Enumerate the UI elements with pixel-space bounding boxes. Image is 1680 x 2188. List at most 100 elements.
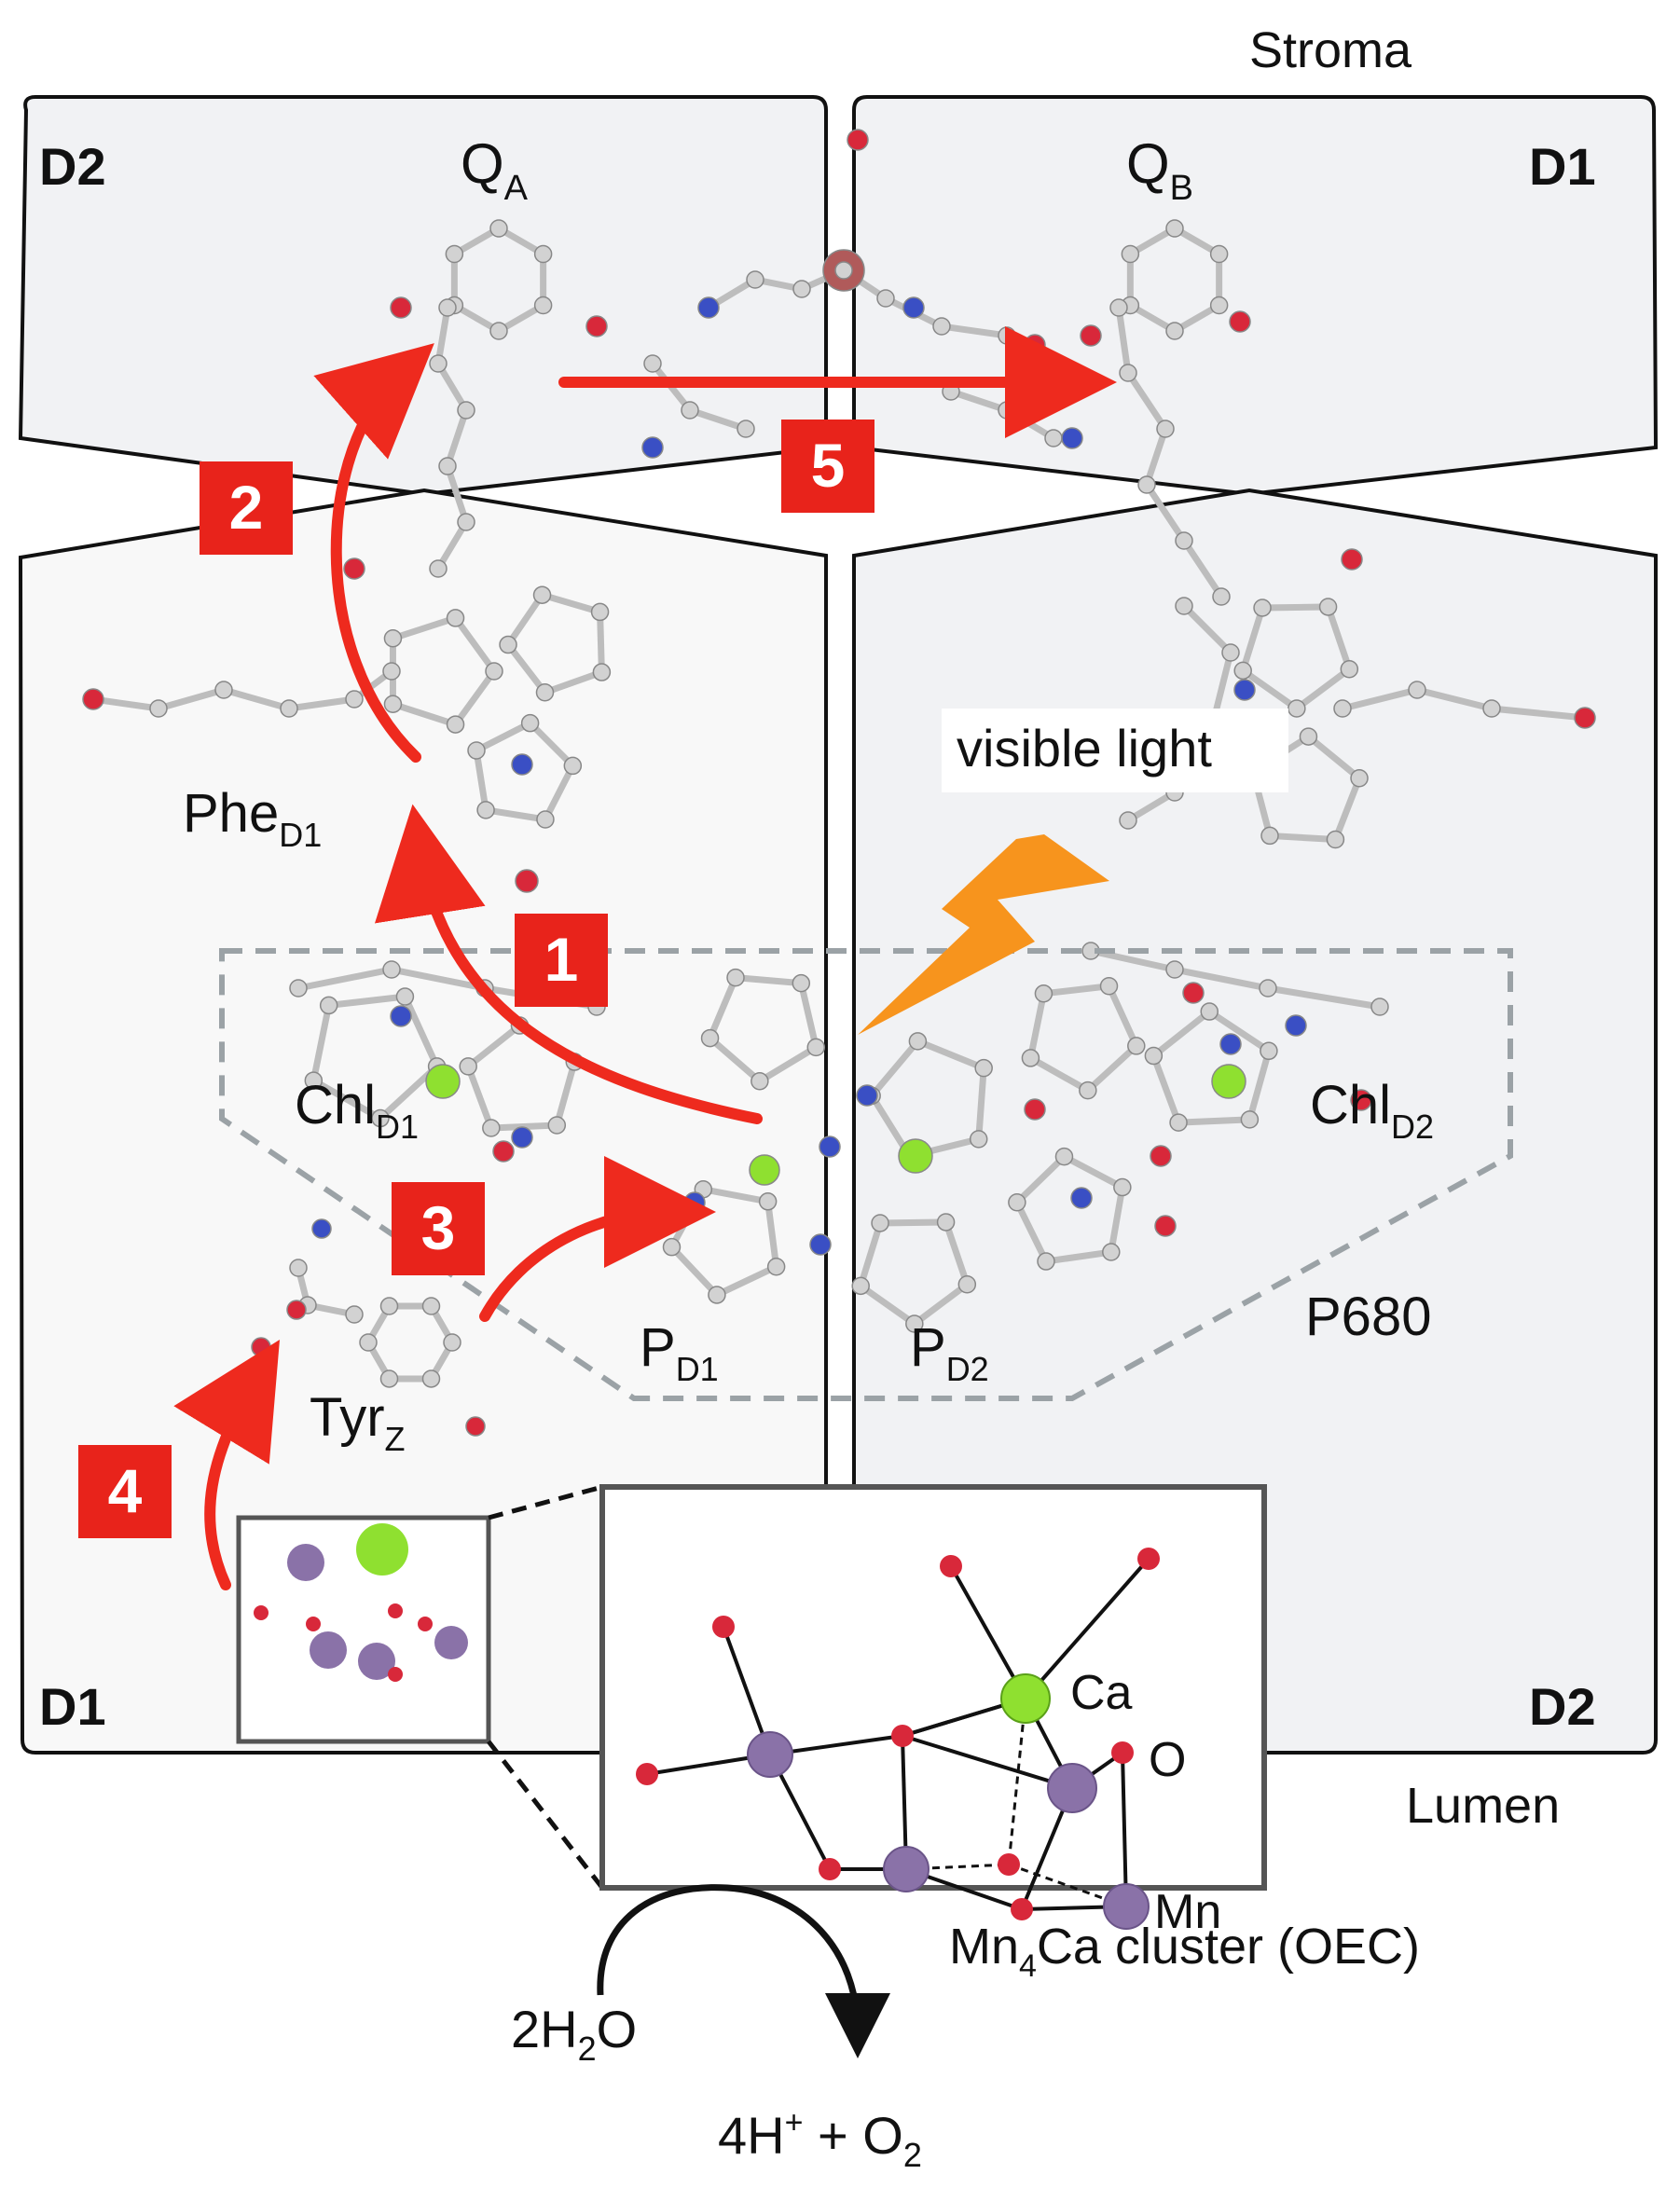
carbon-atom [280, 699, 298, 718]
water-label: 2H2O [511, 2000, 637, 2068]
nitrogen-atom [1070, 1187, 1093, 1209]
visible-light-bolt [858, 834, 1109, 1035]
nitrogen-atom [641, 436, 664, 459]
oxygen-atom [1229, 310, 1251, 333]
carbon-atom [304, 1071, 324, 1090]
carbon-atom [379, 1297, 399, 1315]
oxygen-atom [82, 688, 104, 710]
carbon-atom [1212, 587, 1231, 606]
carbon-atom [1209, 296, 1229, 315]
carbon-atom [1482, 699, 1501, 718]
carbon-atom [446, 609, 465, 627]
carbon-atom [1221, 643, 1240, 662]
carbon-atom [1240, 1110, 1260, 1129]
oxygen-atom [1024, 1098, 1046, 1121]
carbon-atom [489, 219, 508, 238]
qa-label: QA [461, 132, 529, 208]
tyr-z-label: TyrZ [310, 1387, 406, 1458]
nitrogen-atom [902, 296, 925, 319]
nitrogen-atom [697, 296, 720, 319]
carbon-atom [536, 810, 555, 829]
carbon-atom [421, 1297, 441, 1315]
carbon-atom [345, 690, 364, 709]
carbon-atom [1175, 531, 1193, 550]
carbon-atom [1209, 244, 1229, 264]
oxygen-atom [390, 296, 412, 319]
carbon-atom [149, 699, 168, 718]
carbon-atom [1156, 420, 1175, 438]
oxygen-atom [1350, 1089, 1372, 1111]
carbon-atom [1318, 598, 1338, 616]
carbon-atom [1109, 298, 1128, 317]
carbon-atom [662, 1237, 682, 1257]
carbon-atom [382, 662, 401, 681]
carbon-atom [1054, 1147, 1074, 1166]
carbon-atom [395, 987, 415, 1006]
carbon-atom [998, 326, 1016, 345]
oxygen-atom [585, 315, 608, 337]
carbon-atom [1299, 727, 1318, 746]
carbon-atom [1165, 322, 1184, 340]
carbon-atom [1326, 830, 1345, 849]
svg-text:1: 1 [544, 925, 579, 994]
carbon-atom [289, 1259, 308, 1277]
carbon-atom [1119, 364, 1137, 382]
carbon-atom [737, 420, 755, 438]
magnesium-atom [749, 1154, 780, 1186]
carbon-atom [1370, 998, 1389, 1016]
carbon-atom [457, 513, 475, 531]
panel-label-d2-top: D2 [39, 137, 106, 196]
carbon-atom [533, 296, 553, 315]
carbon-atom [421, 1369, 441, 1388]
stroma-label: Stroma [1249, 22, 1412, 78]
oxygen-atom [1024, 334, 1046, 356]
lumen-label: Lumen [1406, 1778, 1560, 1834]
nitrogen-atom [1219, 1033, 1242, 1055]
carbon-atom [499, 635, 517, 654]
step-badge-3: 3 [392, 1182, 485, 1275]
carbon-atom [643, 354, 662, 373]
carbon-atom [746, 270, 764, 289]
water-oxidation-arrow [597, 1884, 890, 2058]
carbon-atom [1408, 681, 1426, 699]
oxygen-atom [1154, 1215, 1177, 1237]
carbon-atom [936, 1213, 956, 1232]
carbon-atom [700, 1028, 720, 1048]
carbon-atom [974, 1058, 993, 1078]
carbon-atom [563, 756, 583, 776]
carbon-atom [438, 298, 457, 317]
carbon-atom [1113, 1177, 1132, 1197]
step-badges: 1 2 3 4 5 [78, 420, 874, 1538]
panel-label-d1-top: D1 [1529, 137, 1596, 196]
carbon-atom [1340, 659, 1359, 679]
step-badge-2: 2 [200, 461, 293, 555]
oxygen-atom [1574, 707, 1596, 729]
carbon-atom [1034, 984, 1053, 1003]
panel-d2-top [18, 95, 828, 497]
carbon-atom [1102, 1243, 1121, 1261]
carbon-atom [806, 1038, 826, 1057]
carbon-atom [1350, 769, 1369, 788]
phe-d1-label: PheD1 [183, 783, 322, 854]
carbon-atom [438, 457, 457, 475]
carbon-atom [1233, 661, 1252, 681]
nitrogen-atom [390, 1005, 412, 1027]
step-badge-1: 1 [515, 914, 608, 1007]
nitrogen-atom [809, 1233, 832, 1256]
electron-transfer-arrows [173, 326, 1117, 1590]
oxygen-atom [1341, 548, 1363, 571]
nitrogen-atom [856, 1084, 878, 1107]
o-label: O [1149, 1733, 1186, 1787]
qb-label: QB [1126, 132, 1193, 208]
ca-label: Ca [1070, 1666, 1133, 1720]
carbon-atom [533, 244, 553, 264]
carbon-atom [708, 1286, 726, 1304]
oxygen-atom [251, 1337, 271, 1357]
nitrogen-atom [819, 1135, 841, 1158]
carbon-atom [1169, 1113, 1188, 1132]
step-badge-5: 5 [781, 420, 874, 513]
oxygen-atom [1182, 982, 1205, 1004]
carbon-atom [429, 354, 448, 373]
oxygen-atom [465, 1416, 486, 1437]
